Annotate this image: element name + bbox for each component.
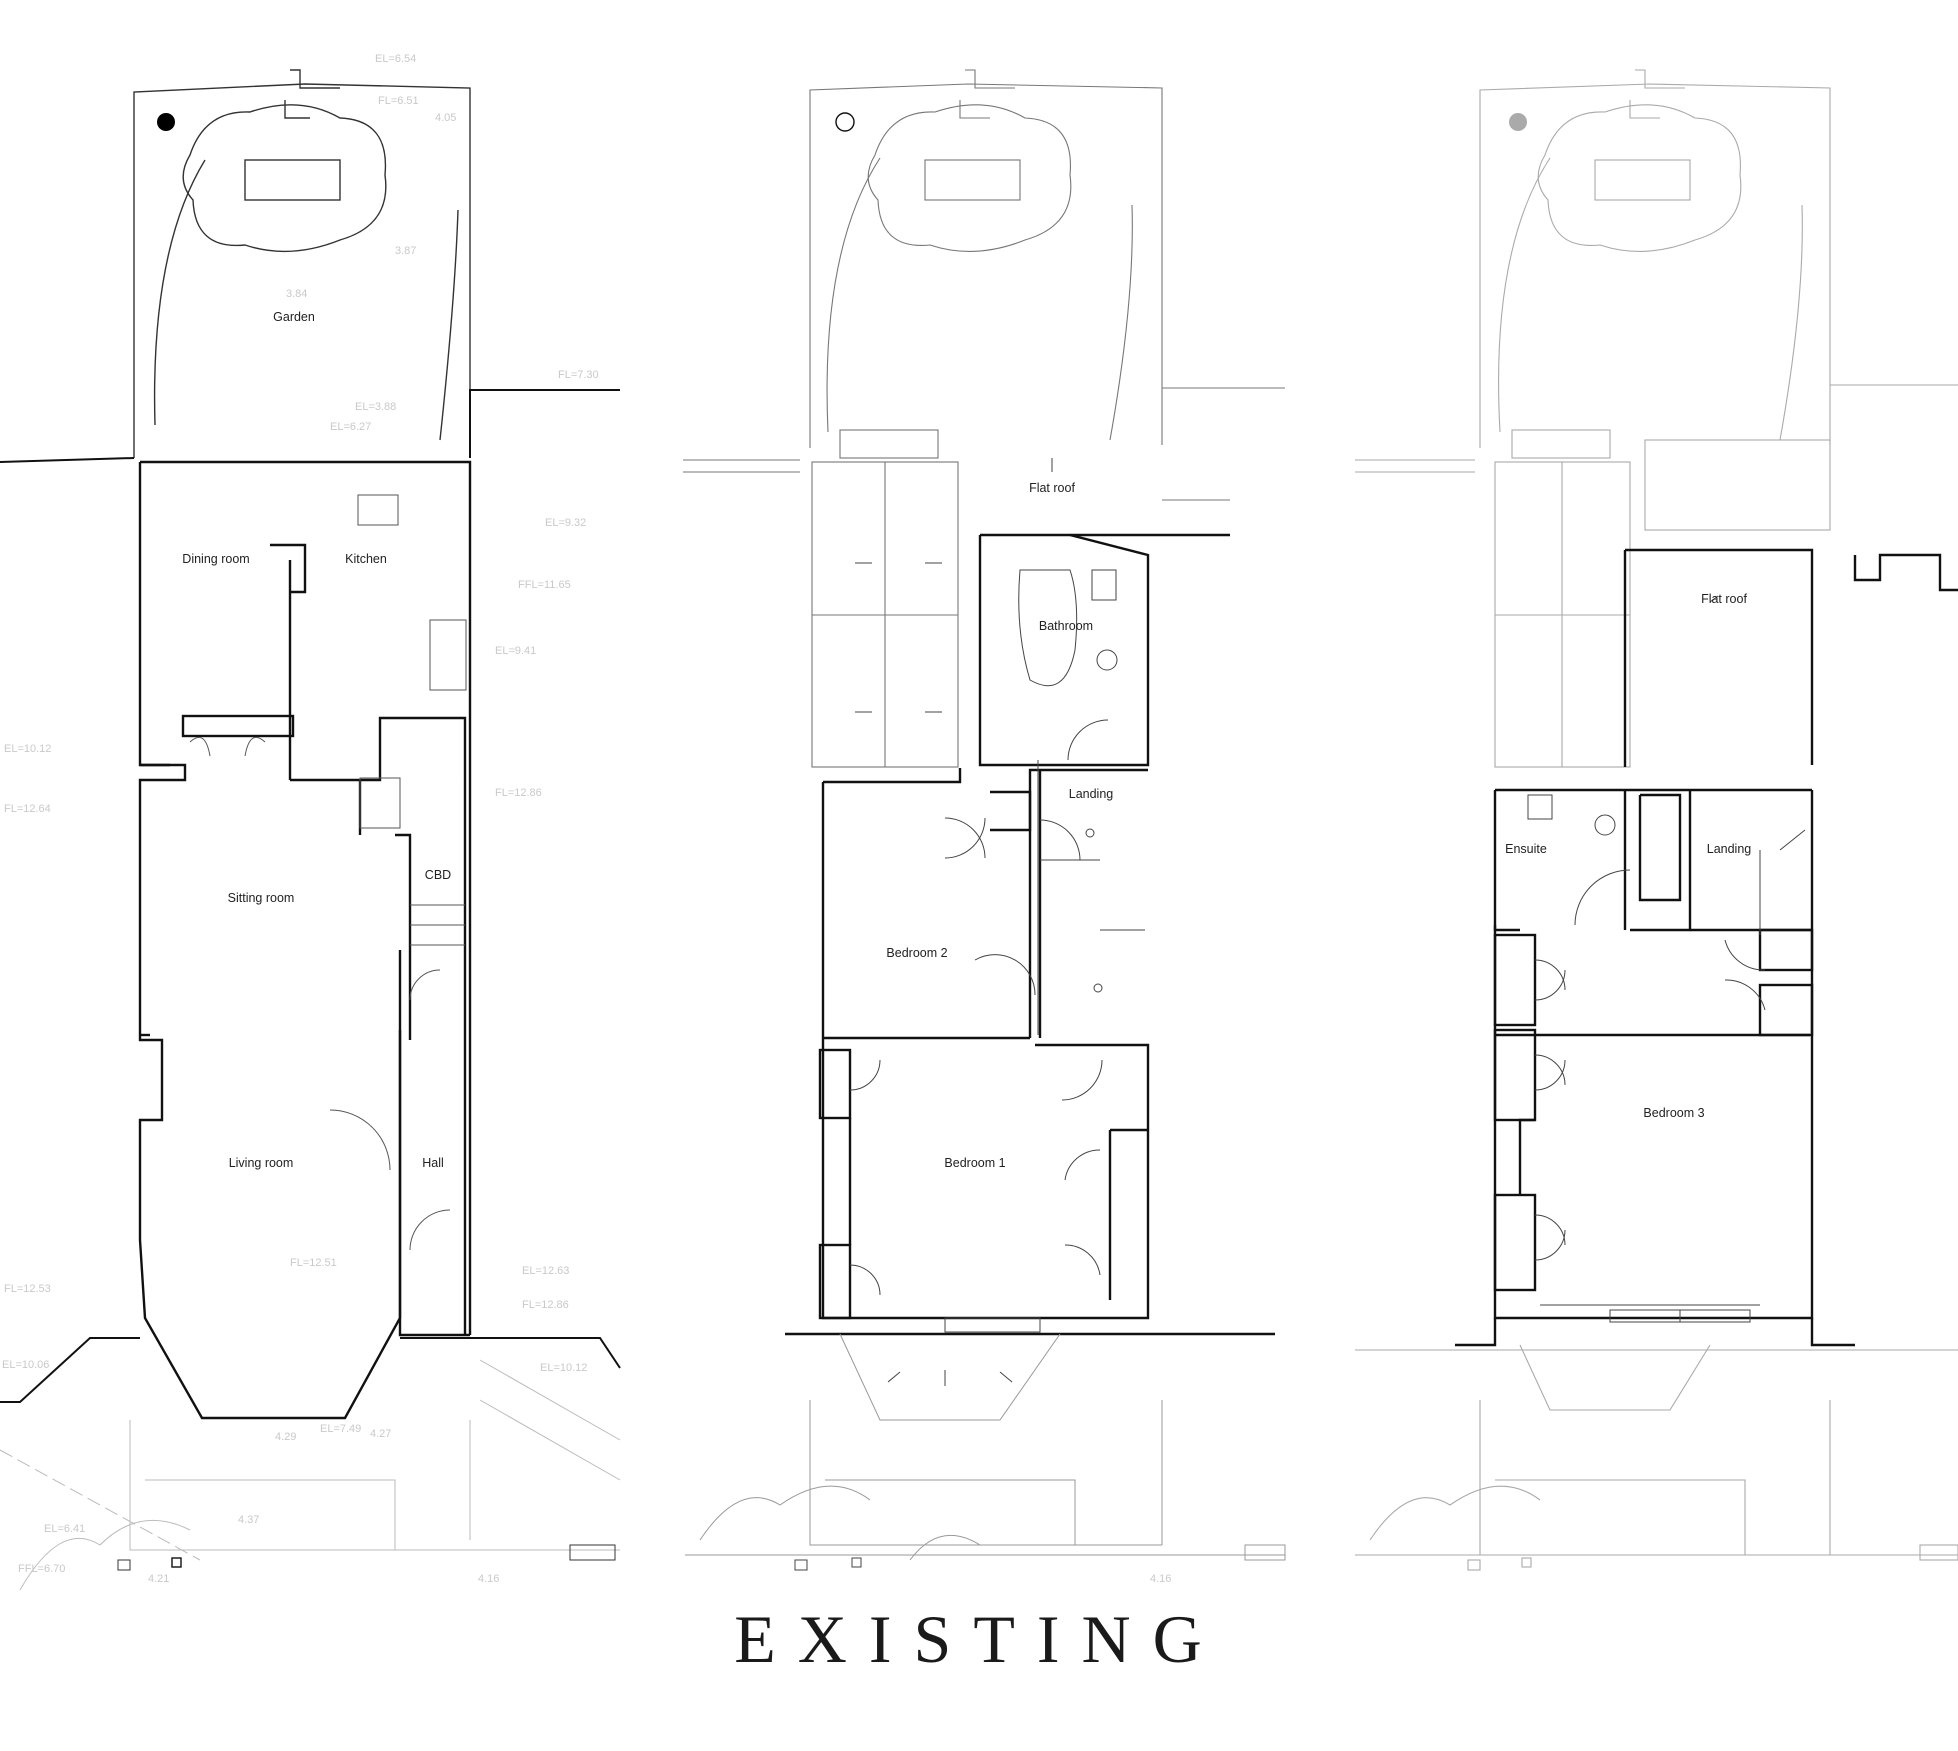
level-mark: 4.05 [435, 112, 456, 124]
level-mark: 3.87 [395, 245, 416, 257]
room-label-landing: Landing [1069, 787, 1114, 801]
room-label-flat-roof: Flat roof [1701, 592, 1747, 606]
room-label-flat-roof: Flat roof [1029, 481, 1075, 495]
level-mark: FL=12.51 [290, 1257, 337, 1269]
level-mark: EL=6.54 [375, 53, 416, 65]
level-mark: FL=7.30 [558, 369, 599, 381]
level-mark: FL=12.86 [522, 1299, 569, 1311]
level-mark: FL=12.86 [495, 787, 542, 799]
room-label-living-room: Living room [229, 1156, 294, 1170]
garden-tree-marker [835, 112, 855, 132]
garden-tree-marker [1509, 113, 1527, 131]
level-mark: EL=9.32 [545, 517, 586, 529]
level-mark: EL=10.12 [4, 743, 51, 755]
level-mark: 4.27 [370, 1428, 391, 1440]
room-label-ensuite: Ensuite [1505, 842, 1547, 856]
room-label-sitting-room: Sitting room [228, 891, 295, 905]
level-mark: EL=7.49 [320, 1423, 361, 1435]
level-mark: EL=6.27 [330, 421, 371, 433]
first-floor-plan: Flat roof Bathroom Landing Bedroom 2 Bed… [683, 69, 1286, 1585]
room-label-kitchen: Kitchen [345, 552, 387, 566]
ground-floor-plan: Garden Dining room Kitchen Sitting room … [0, 53, 621, 1591]
level-mark: EL=6.41 [44, 1523, 85, 1535]
level-mark: FL=12.64 [4, 803, 51, 815]
room-label-garden: Garden [273, 310, 315, 324]
level-mark: EL=12.63 [522, 1265, 569, 1277]
level-mark: EL=9.41 [495, 645, 536, 657]
level-mark: 4.21 [148, 1573, 169, 1585]
room-label-bathroom: Bathroom [1039, 619, 1093, 633]
garden-tree-marker [157, 113, 175, 131]
level-mark: 3.84 [286, 288, 307, 300]
room-label-bedroom-3: Bedroom 3 [1643, 1106, 1704, 1120]
room-label-bedroom-2: Bedroom 2 [886, 946, 947, 960]
room-label-landing: Landing [1707, 842, 1752, 856]
level-mark: EL=3.88 [355, 401, 396, 413]
room-label-cbd: CBD [425, 868, 451, 882]
level-mark: 4.37 [238, 1514, 259, 1526]
level-mark: 4.29 [275, 1431, 296, 1443]
second-floor-plan: Flat roof Ensuite Landing Bedroom 3 [1355, 69, 1958, 1571]
level-mark: FFL=6.70 [18, 1563, 65, 1575]
level-mark: FL=6.51 [378, 95, 419, 107]
level-mark: 4.16 [1150, 1573, 1171, 1585]
level-mark: 4.16 [478, 1573, 499, 1585]
level-mark: FL=12.53 [4, 1283, 51, 1295]
level-mark: EL=10.06 [2, 1359, 49, 1371]
room-label-bedroom-1: Bedroom 1 [944, 1156, 1005, 1170]
level-mark: FFL=11.65 [518, 579, 571, 591]
room-label-dining-room: Dining room [182, 552, 249, 566]
room-label-hall: Hall [422, 1156, 444, 1170]
page-title: EXISTING [734, 1601, 1224, 1677]
level-mark: EL=10.12 [540, 1362, 587, 1374]
